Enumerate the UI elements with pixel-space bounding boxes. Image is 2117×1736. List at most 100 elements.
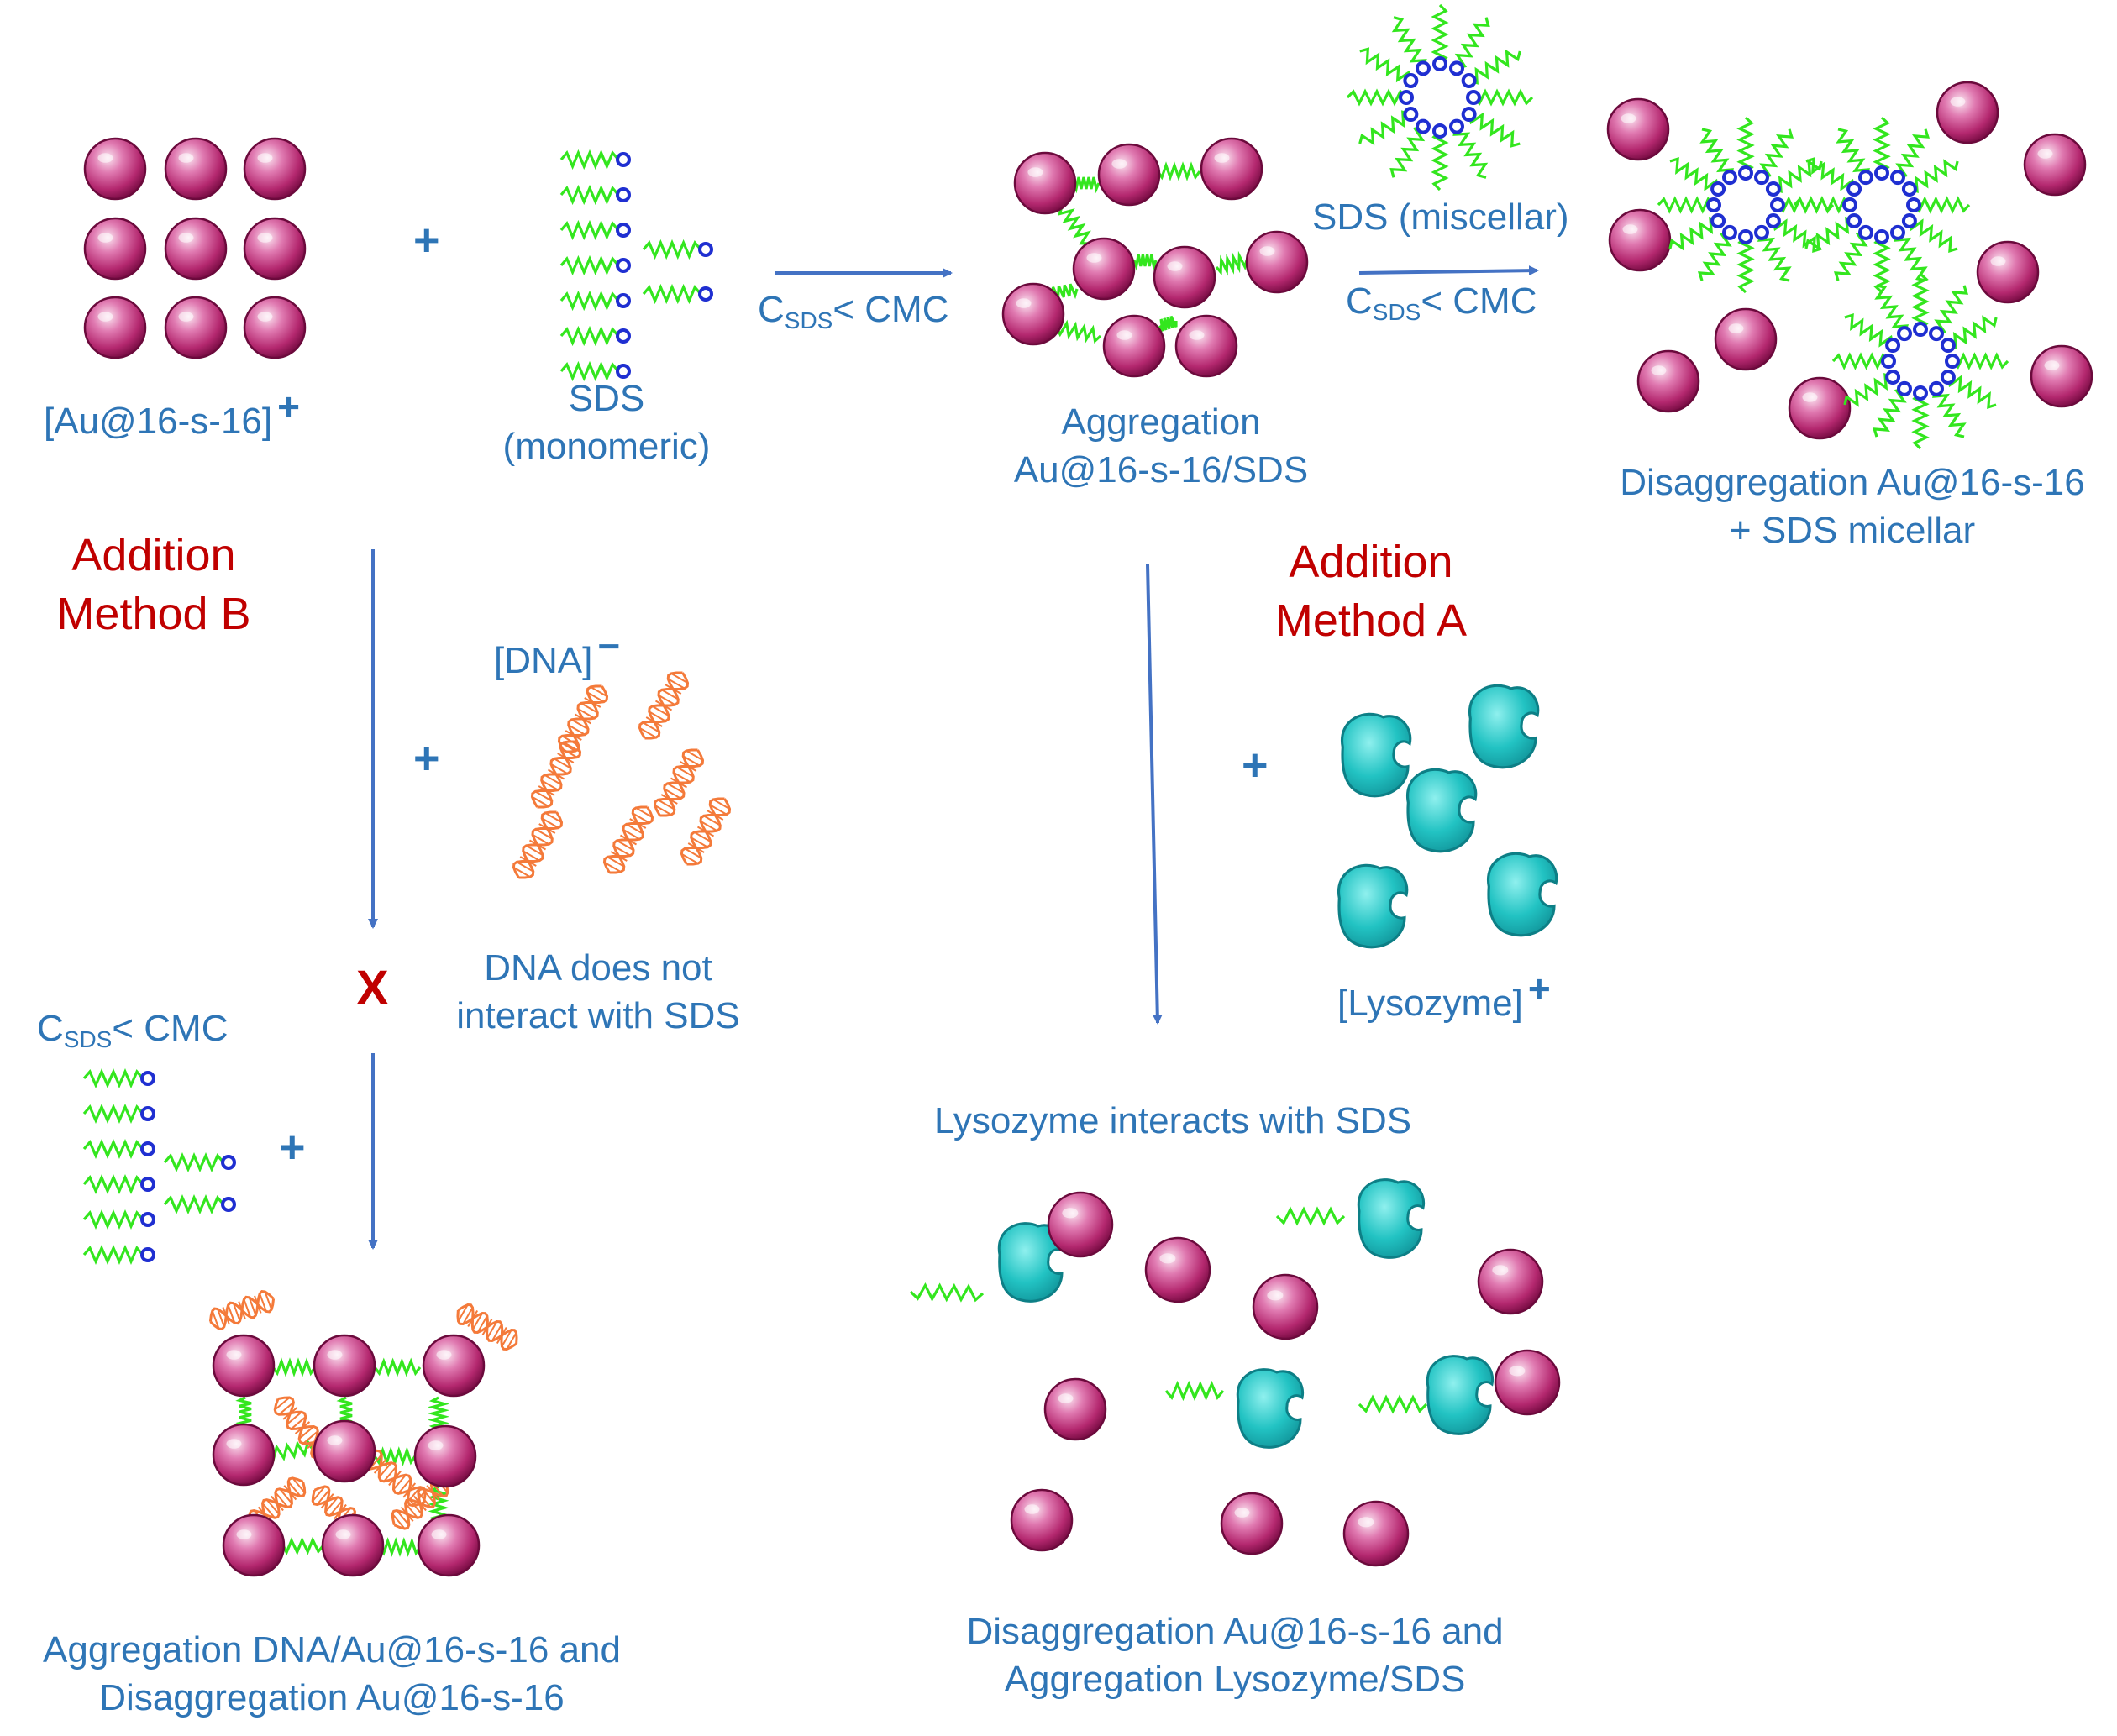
gold-nanoparticle xyxy=(1144,1236,1211,1303)
sds-molecule xyxy=(163,1152,236,1172)
sds-molecule xyxy=(642,283,713,305)
micelle-head xyxy=(1416,118,1431,134)
surfactant-bridges xyxy=(235,161,1248,1557)
micelle-tail xyxy=(1951,352,2009,370)
micelle-tail xyxy=(1346,88,1408,107)
micelle-head xyxy=(1858,224,1873,240)
micelle-tail xyxy=(1468,49,1521,85)
micelle-head xyxy=(1929,326,1944,342)
micelle-tail xyxy=(1947,315,1998,350)
gold-nanoparticle xyxy=(1220,1492,1284,1555)
micelle-head xyxy=(1765,213,1781,228)
sds-molecule xyxy=(163,1194,236,1214)
surfactant-bridge xyxy=(1055,319,1102,344)
sds-micelle xyxy=(1346,3,1534,191)
micelle-tail xyxy=(1844,312,1894,348)
micelle-head xyxy=(1846,181,1862,197)
gold-nanoparticle xyxy=(1072,237,1136,301)
micelle-tail xyxy=(1793,196,1852,214)
micelle-tail xyxy=(1389,125,1426,178)
micelle-head xyxy=(1416,60,1431,76)
gold-nanoparticle xyxy=(321,1513,385,1577)
micelle-tail xyxy=(1805,156,1856,191)
micelle-head xyxy=(1913,385,1928,401)
gold-nanoparticle xyxy=(164,296,228,359)
dna-helix xyxy=(557,684,609,753)
surfactant-bridge xyxy=(1058,206,1091,245)
micelle-tail xyxy=(1391,16,1427,69)
sds-molecule xyxy=(82,1174,155,1194)
gold-nanoparticle xyxy=(1788,376,1852,440)
blocked-cross: X xyxy=(356,961,389,1015)
gold-nanoparticle xyxy=(313,1419,376,1483)
gold-nanoparticle xyxy=(243,137,307,201)
dna-helix xyxy=(653,748,705,817)
micelle-head xyxy=(1461,107,1477,122)
micelle-head xyxy=(1881,354,1896,369)
label-csds-cmc-1: CSDS< CMC xyxy=(758,289,949,333)
micelle-tail xyxy=(1895,128,1931,179)
micelle-head xyxy=(1897,380,1912,396)
gold-nanoparticle xyxy=(1976,240,2040,304)
dna-helix xyxy=(512,810,564,879)
sds-molecule xyxy=(559,254,631,276)
micelle-tail xyxy=(1946,375,1997,410)
label-csds-cmc-2: CSDS< CMC xyxy=(1346,281,1537,325)
micelle-head xyxy=(1846,213,1862,228)
gold-nanoparticle xyxy=(164,137,228,201)
lysozyme-protein xyxy=(1337,863,1409,949)
micelle-head xyxy=(1432,123,1447,139)
gold-nanoparticle xyxy=(83,137,147,201)
lysozyme-protein xyxy=(1236,1368,1305,1449)
gold-nanoparticle xyxy=(212,1423,276,1487)
label-sds-miscellar: SDS (miscellar) xyxy=(1312,197,1569,238)
micelle-tail xyxy=(1804,216,1855,251)
gold-nanoparticle xyxy=(1494,1349,1561,1416)
micelle-head xyxy=(1449,60,1464,76)
gold-nanoparticle xyxy=(417,1513,481,1577)
micelle-tail xyxy=(1472,88,1534,107)
process-arrow xyxy=(1358,265,1539,276)
sds-molecule xyxy=(82,1068,155,1088)
micelle-head xyxy=(1940,338,1956,353)
micelle-tail xyxy=(1908,218,1958,254)
sds-micelles xyxy=(1346,3,2009,450)
micelle-tail xyxy=(1452,126,1489,179)
micelle-tail xyxy=(1468,112,1521,148)
sds-tail xyxy=(1358,1394,1428,1414)
micelle-head xyxy=(1449,118,1464,134)
micelle-tail xyxy=(1736,116,1755,175)
micelle-tail xyxy=(1736,235,1755,294)
gold-nanoparticle xyxy=(1174,314,1238,378)
gold-nanoparticle xyxy=(1714,307,1778,371)
micelle-head xyxy=(1897,326,1912,342)
micelle-tail xyxy=(1431,3,1449,66)
sds-molecule xyxy=(642,239,713,260)
micelle-head xyxy=(1770,197,1785,212)
sds-surfactants xyxy=(82,149,1428,1414)
micelle-head xyxy=(1399,90,1414,105)
micelle-head xyxy=(1710,181,1726,197)
micelle-head xyxy=(1722,224,1737,240)
sds-tail xyxy=(909,1282,985,1303)
sds-molecule xyxy=(559,184,631,206)
sds-molecule xyxy=(559,219,631,241)
label-lysozyme-note: Lysozyme interacts with SDS xyxy=(934,1100,1412,1141)
micelle-head xyxy=(1874,229,1889,244)
gold-nanoparticle xyxy=(1153,245,1216,309)
micelle-tail xyxy=(1893,232,1928,282)
sds-molecule xyxy=(82,1209,155,1230)
gold-nanoparticle xyxy=(243,217,307,281)
micelle-tail xyxy=(1912,196,1971,214)
surfactant-bridge xyxy=(378,1537,422,1557)
micelle-tail xyxy=(1934,285,1969,335)
micelle-head xyxy=(1940,370,1956,385)
sds-molecule xyxy=(559,290,631,312)
sds-molecule xyxy=(559,149,631,170)
gold-nanoparticle xyxy=(212,1334,276,1398)
lysozyme-protein xyxy=(997,1222,1066,1303)
micelle-tail xyxy=(1873,235,1891,294)
gold-nanoparticle xyxy=(1636,349,1700,413)
